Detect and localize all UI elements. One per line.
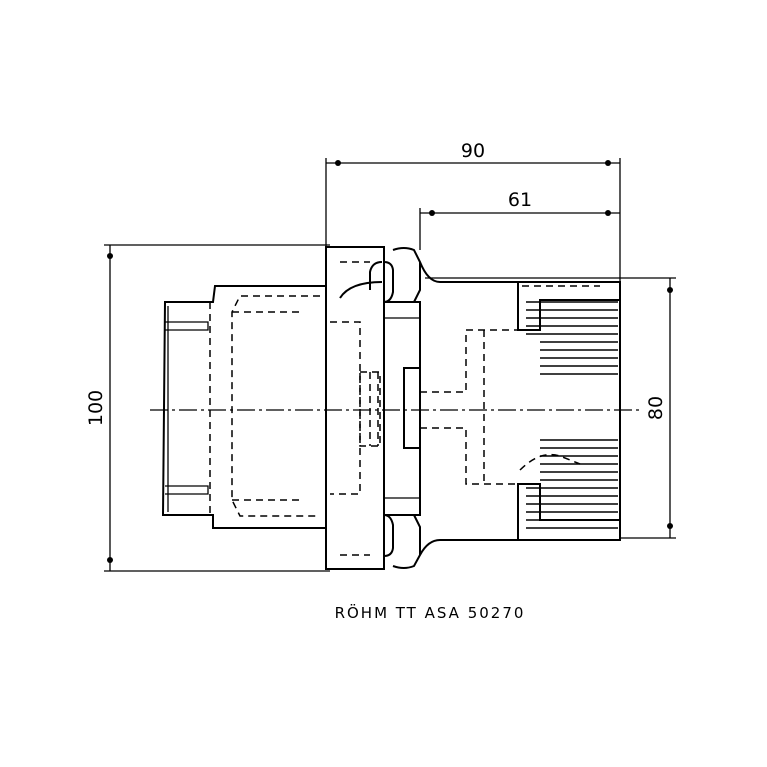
dimension-label-90: 90: [461, 140, 485, 162]
dimension-face-diameter: 80: [425, 277, 676, 539]
serration-teeth: [526, 301, 618, 529]
drive-head: [419, 261, 621, 556]
dimension-outer-diameter: 100: [85, 244, 330, 572]
dimension-overall-length: 90: [325, 140, 621, 290]
dimension-flange-length: 61: [419, 189, 620, 250]
dimension-label-61: 61: [508, 189, 532, 211]
drawing-caption: RÖHM TT ASA 50270: [335, 603, 526, 622]
flange-body: [325, 246, 421, 570]
left-shank: [161, 285, 326, 529]
dimension-label-100: 100: [85, 390, 107, 426]
dimension-label-80: 80: [645, 396, 667, 420]
